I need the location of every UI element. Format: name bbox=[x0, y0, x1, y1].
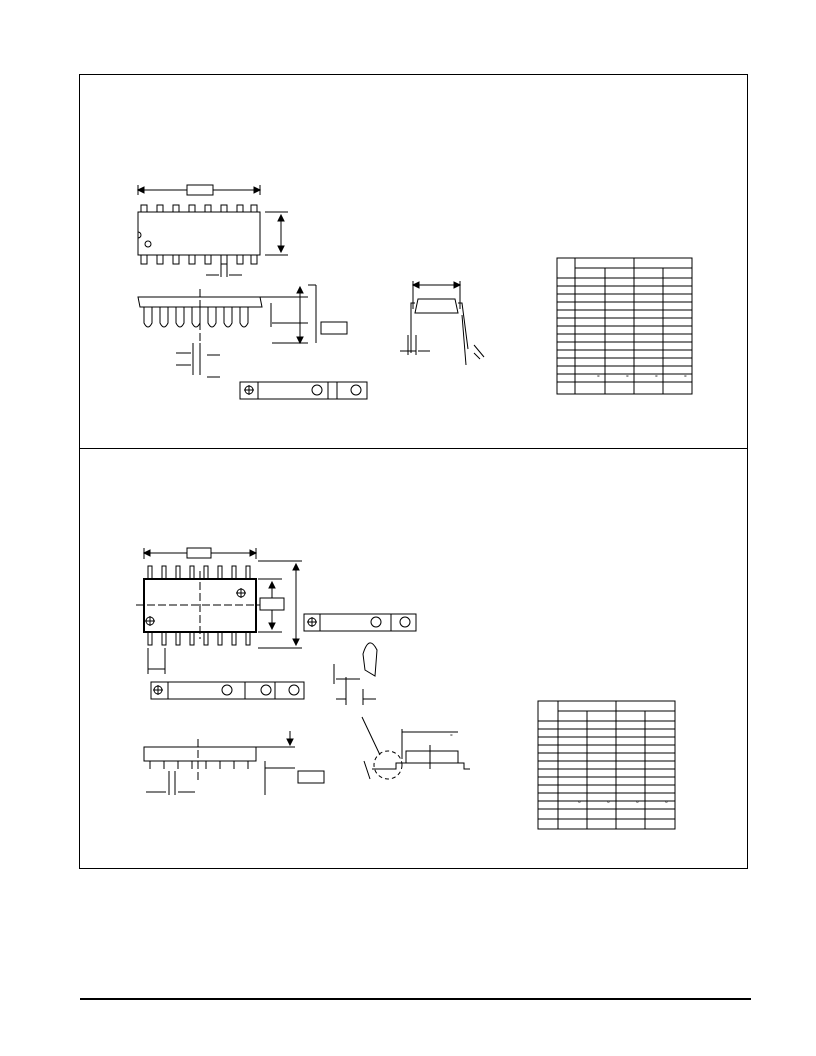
svg-text:°: ° bbox=[578, 800, 581, 808]
soic-top-view bbox=[136, 547, 417, 700]
svg-text:°: ° bbox=[665, 800, 668, 808]
svg-text:°: ° bbox=[626, 374, 629, 382]
dip-side-view bbox=[137, 284, 368, 400]
position-tolerance-icon bbox=[145, 616, 155, 626]
svg-text:°: ° bbox=[607, 800, 610, 808]
package-drawing-dip: ° ° ° ° bbox=[79, 74, 748, 449]
footer-rule bbox=[80, 998, 751, 1000]
dip-package-svg: ° ° ° ° bbox=[136, 184, 693, 400]
soic-pins bbox=[147, 565, 251, 646]
position-tolerance-icon bbox=[153, 685, 163, 695]
position-tolerance-icon bbox=[244, 385, 254, 395]
top-pins bbox=[140, 204, 258, 265]
soic-package-svg: ° ° ° ° ° bbox=[136, 547, 676, 830]
soic-side-view bbox=[143, 731, 325, 795]
dip-end-view bbox=[400, 281, 485, 366]
soic-end-view: ° bbox=[361, 716, 470, 780]
datum-triangle-icon bbox=[236, 588, 246, 598]
top-dimension-table: ° ° ° ° bbox=[556, 257, 693, 395]
dip-top-view bbox=[136, 184, 288, 277]
svg-text:°: ° bbox=[636, 800, 639, 808]
svg-text:°: ° bbox=[684, 374, 687, 382]
soic-lead-detail bbox=[333, 642, 378, 705]
package-drawing-soic: ° ° ° ° ° bbox=[79, 448, 748, 869]
svg-text:°: ° bbox=[597, 374, 600, 382]
bottom-dimension-table: ° ° ° ° bbox=[537, 700, 676, 830]
svg-text:°: ° bbox=[450, 733, 453, 741]
svg-text:°: ° bbox=[655, 374, 658, 382]
position-tolerance-icon bbox=[307, 617, 317, 627]
